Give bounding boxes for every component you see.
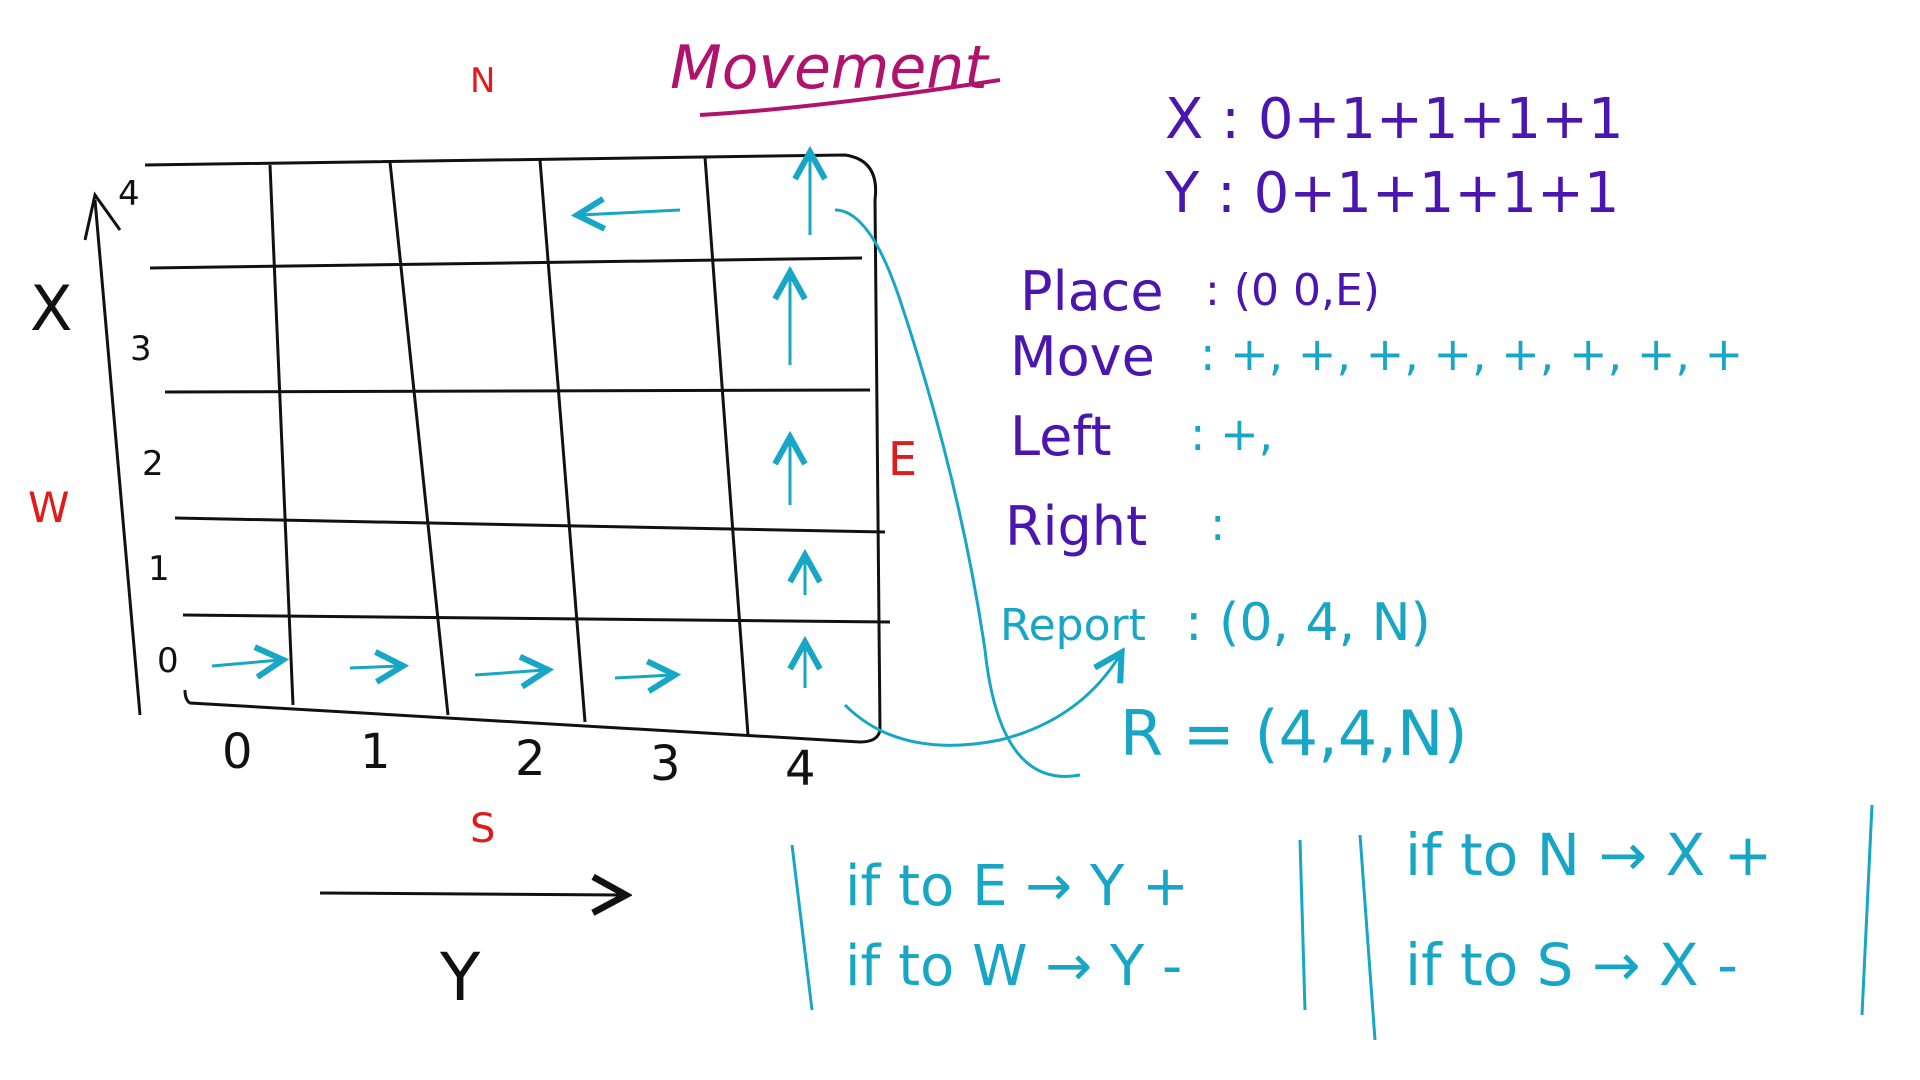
- rule-south: if to S → X -: [1405, 931, 1738, 999]
- col-label-2: 2: [515, 731, 546, 787]
- rule-west: if to W → Y -: [845, 934, 1182, 999]
- row-labels: 4 3 2 1 0: [118, 174, 179, 681]
- row-label-0: 0: [157, 641, 179, 681]
- rules-left-box: if to E → Y + if to W → Y -: [790, 839, 1307, 1011]
- report-label: Report: [1000, 600, 1146, 651]
- movement-arrows: [211, 155, 1120, 778]
- rules-right-bar: [1860, 804, 1874, 1016]
- grid-vline: [268, 164, 295, 706]
- grid-vline: [703, 156, 750, 736]
- x-axis-arrowhead: [83, 191, 122, 241]
- compass-north: N: [470, 61, 495, 101]
- row-label-2: 2: [142, 444, 164, 484]
- rules-right-bar: [1358, 834, 1377, 1041]
- grid-vline: [538, 159, 587, 723]
- y-counter: Y : 0+1+1+1+1: [1164, 161, 1620, 226]
- col-label-4: 4: [785, 741, 816, 797]
- rules-right-box: if to N → X + if to S → X -: [1358, 804, 1874, 1041]
- y-axis-arrow: [319, 893, 620, 895]
- col-label-3: 3: [650, 736, 681, 792]
- title: Movement: [670, 33, 990, 103]
- rule-east: if to E → Y +: [845, 854, 1189, 919]
- rules-left-bar: [790, 844, 814, 1011]
- report-value: : (0, 4, N): [1185, 593, 1431, 653]
- result-value: R = (4,4,N): [1120, 697, 1468, 770]
- col-label-0: 0: [222, 724, 253, 780]
- compass-south: S: [470, 806, 495, 852]
- move-value: : +, +, +, +, +, +, +, +: [1200, 327, 1743, 381]
- row-label-3: 3: [130, 329, 152, 369]
- x-axis-line: [93, 199, 142, 716]
- move-arrow-east: [614, 675, 672, 678]
- grid-hline: [149, 256, 863, 270]
- commands: Place : (0 0,E) Move : +, +, +, +, +, +,…: [1000, 260, 1743, 770]
- move-label: Move: [1010, 325, 1155, 388]
- grid-outline: [144, 153, 882, 744]
- title-underline: [699, 78, 1001, 117]
- grid-hline: [174, 516, 886, 534]
- rule-north: if to N → X +: [1405, 821, 1772, 889]
- col-label-1: 1: [360, 724, 391, 780]
- place-label: Place: [1020, 260, 1164, 323]
- place-value: : (0 0,E): [1205, 265, 1380, 316]
- rules-left-bar: [1298, 839, 1307, 1011]
- grid-hline: [182, 613, 891, 624]
- compass-west: W: [28, 483, 70, 532]
- move-arrow-east: [211, 660, 280, 666]
- grid-hline: [164, 388, 871, 394]
- right-value: :: [1210, 497, 1226, 551]
- col-labels: 0 1 2 3 4: [222, 724, 816, 797]
- left-label: Left: [1010, 405, 1112, 468]
- connector-curve: [834, 208, 1081, 778]
- left-value: : +,: [1190, 407, 1273, 461]
- grid: [93, 153, 891, 744]
- grid-vline: [388, 161, 450, 716]
- x-axis-label: X: [30, 272, 72, 345]
- move-arrow-west: [580, 210, 681, 215]
- connector-curve: [843, 655, 1120, 747]
- right-label: Right: [1005, 495, 1147, 558]
- move-arrow-east: [349, 666, 400, 668]
- row-label-1: 1: [148, 549, 170, 589]
- x-counter: X : 0+1+1+1+1: [1165, 87, 1624, 152]
- y-axis-label: Y: [439, 939, 481, 1016]
- move-arrow-east: [474, 670, 545, 675]
- row-label-4: 4: [118, 174, 140, 214]
- compass-east: E: [888, 432, 917, 486]
